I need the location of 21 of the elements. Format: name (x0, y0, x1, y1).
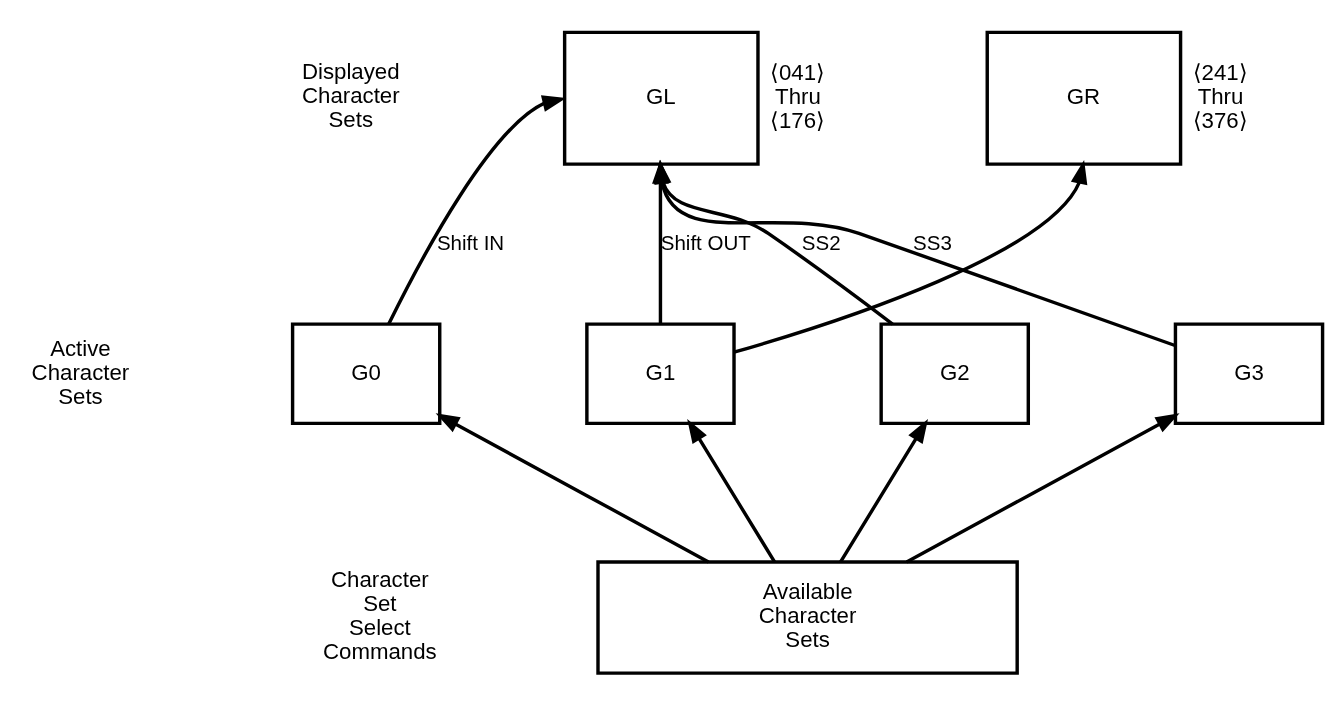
node-box: GL (562, 30, 760, 166)
edge-label: Shift IN (436, 230, 505, 254)
node-box: Available Character Sets (596, 559, 1019, 675)
edge-label: SS3 (913, 230, 952, 254)
arrow (733, 159, 1088, 354)
node-box: G2 (879, 321, 1030, 425)
node-box: G1 (585, 321, 736, 425)
arrow (839, 418, 928, 563)
arrow (435, 412, 710, 563)
label: Character Set Select Commands (323, 566, 437, 664)
arrow (687, 418, 776, 563)
arrow (905, 412, 1180, 563)
edge-label: SS2 (801, 230, 841, 254)
node-label: ⟨041⟩ Thru ⟨176⟩ (769, 59, 826, 133)
edge-label: Shift OUT (660, 230, 751, 254)
label: Active Character Sets (31, 335, 130, 409)
node-label: ⟨241⟩ Thru ⟨376⟩ (1192, 59, 1248, 133)
node-box: GR (985, 30, 1183, 166)
node-box: G0 (290, 321, 442, 425)
node-box: G3 (1173, 321, 1325, 425)
label: Displayed Character Sets (301, 58, 400, 132)
